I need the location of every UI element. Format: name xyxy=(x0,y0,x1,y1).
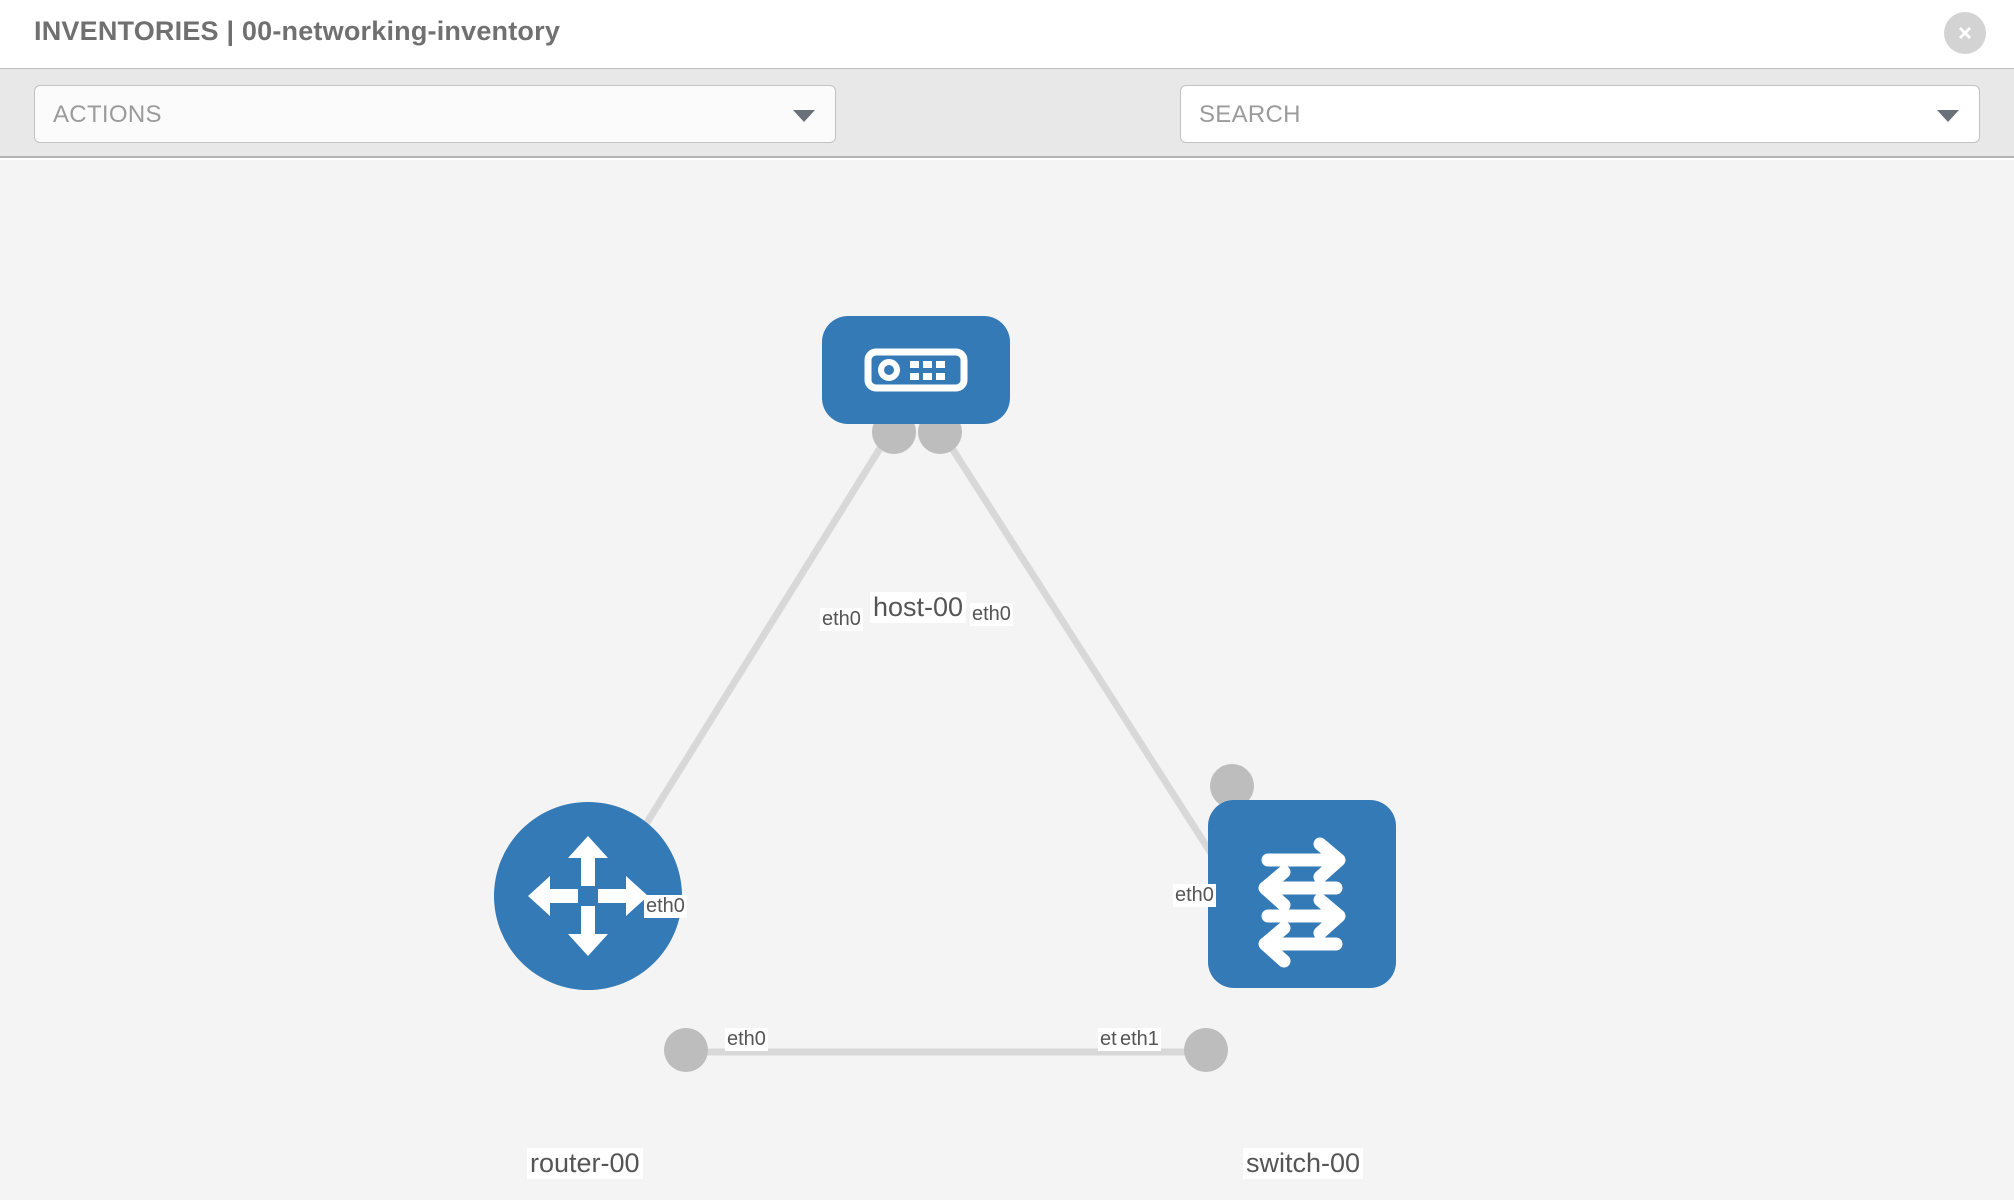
server-appliance-icon xyxy=(864,348,968,392)
topology-toolbar: ACTIONS SEARCH xyxy=(0,68,2014,202)
node-label-host: host-00 xyxy=(870,592,967,623)
router-arrows-icon xyxy=(528,836,648,956)
node-label-router: router-00 xyxy=(527,1148,643,1179)
chevron-down-icon[interactable] xyxy=(1937,110,1959,122)
iface-label-host-right: eth0 xyxy=(970,603,1013,626)
search-placeholder: SEARCH xyxy=(1199,101,1301,128)
page-title: INVENTORIES | 00-networking-inventory xyxy=(34,16,561,46)
iface-label-switch-left: eth1 xyxy=(1118,1028,1161,1051)
topology-node-switch-00[interactable] xyxy=(1208,800,1396,988)
topology-node-host-00[interactable] xyxy=(822,316,1010,424)
iface-label-host-left: eth0 xyxy=(820,608,863,631)
close-icon[interactable] xyxy=(1944,12,1986,54)
iface-label-router-uplink: eth0 xyxy=(644,895,687,918)
actions-dropdown-label: ACTIONS xyxy=(53,101,162,128)
chevron-down-icon xyxy=(793,110,815,122)
search-input[interactable]: SEARCH xyxy=(1180,85,1980,143)
iface-label-switch-uplink: eth0 xyxy=(1173,884,1216,907)
node-label-switch: switch-00 xyxy=(1243,1148,1364,1179)
switch-arrows-icon xyxy=(1258,837,1346,968)
topology-canvas[interactable]: host-00 router-00 switch-00 eth0 eth0 et… xyxy=(0,160,2014,1200)
window-header: INVENTORIES | 00-networking-inventory xyxy=(0,0,2014,68)
actions-dropdown[interactable]: ACTIONS xyxy=(34,85,836,143)
iface-label-router-right: eth0 xyxy=(725,1028,768,1051)
